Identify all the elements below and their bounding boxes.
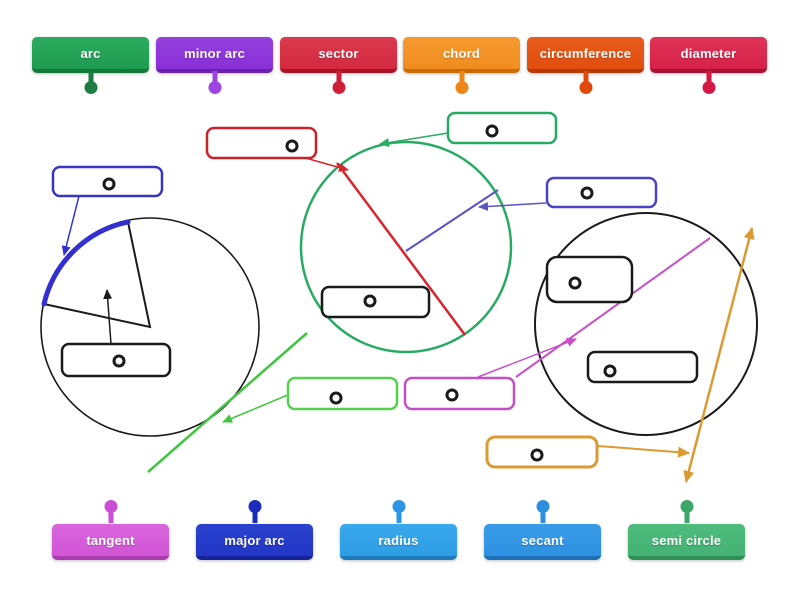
slot-black-left-circle[interactable]: [60, 342, 172, 378]
slot-orange[interactable]: [485, 435, 599, 469]
chip-circumference[interactable]: circumference: [527, 37, 644, 97]
slot-ring-icon: [580, 186, 594, 200]
pin-icon: [156, 71, 273, 97]
chip-major-arc-label[interactable]: major arc: [196, 524, 313, 560]
chip-secant[interactable]: secant: [484, 500, 601, 560]
green-circle-circumference: [299, 140, 513, 354]
chip-sector[interactable]: sector: [280, 37, 397, 97]
minor-arc-highlight: [41, 219, 131, 307]
slot-black-right-bottom[interactable]: [586, 350, 699, 384]
pin-icon: [196, 500, 313, 524]
diameter-line: [335, 162, 467, 336]
slot-ring-icon: [568, 276, 582, 290]
slot-ring-icon: [603, 364, 617, 378]
left-circle-outline: [40, 217, 260, 437]
chip-radius-label[interactable]: radius: [340, 524, 457, 560]
secant-pointer-arrow: [597, 445, 690, 458]
pin-icon: [628, 500, 745, 524]
sector-radii-lines: [43, 221, 152, 329]
chip-secant-label[interactable]: secant: [484, 524, 601, 560]
slot-ring-icon: [363, 294, 377, 308]
minor-arc-pointer-arrow: [61, 195, 80, 256]
slot-ring-icon: [112, 354, 126, 368]
pin-icon: [52, 500, 169, 524]
slot-black-right-top[interactable]: [545, 255, 634, 304]
pin-icon: [280, 71, 397, 97]
slot-light-green[interactable]: [286, 376, 399, 411]
pin-icon: [403, 71, 520, 97]
pin-icon: [340, 500, 457, 524]
tangent-line: [147, 332, 308, 473]
chip-tangent-label[interactable]: tangent: [52, 524, 169, 560]
chip-sector-label[interactable]: sector: [280, 37, 397, 73]
slot-ring-icon: [485, 124, 499, 138]
chip-diameter[interactable]: diameter: [650, 37, 767, 97]
slot-ring-icon: [530, 448, 544, 462]
chord-pointer-arrow: [477, 338, 577, 378]
chip-major-arc[interactable]: major arc: [196, 500, 313, 560]
tangent-pointer-arrow: [222, 393, 291, 423]
slot-blue-left[interactable]: [51, 165, 164, 198]
slot-ring-icon: [102, 177, 116, 191]
slot-ring-icon: [445, 388, 459, 402]
slot-blue-right[interactable]: [545, 176, 658, 209]
secant-arrow-line: [683, 227, 755, 483]
right-circle-outline: [534, 212, 758, 436]
chip-semi-circle-label[interactable]: semi circle: [628, 524, 745, 560]
pin-icon: [32, 71, 149, 97]
circumference-pointer-arrow: [379, 132, 449, 148]
chip-radius[interactable]: radius: [340, 500, 457, 560]
slot-ring-icon: [285, 139, 299, 153]
pin-icon: [484, 500, 601, 524]
sector-pointer-arrow: [103, 289, 113, 345]
chip-minor-arc[interactable]: minor arc: [156, 37, 273, 97]
chip-arc[interactable]: arc: [32, 37, 149, 97]
chip-tangent[interactable]: tangent: [52, 500, 169, 560]
chord-line: [515, 237, 711, 378]
pin-icon: [527, 71, 644, 97]
radius-pointer-arrow: [478, 201, 547, 211]
chip-semi-circle[interactable]: semi circle: [628, 500, 745, 560]
slot-red[interactable]: [205, 126, 318, 160]
pin-icon: [650, 71, 767, 97]
slot-green-top[interactable]: [446, 111, 558, 145]
chip-chord[interactable]: chord: [403, 37, 520, 97]
slot-magenta[interactable]: [403, 376, 516, 411]
slot-black-green-circle[interactable]: [320, 285, 431, 319]
slot-ring-icon: [329, 391, 343, 405]
radius-line: [405, 189, 499, 252]
